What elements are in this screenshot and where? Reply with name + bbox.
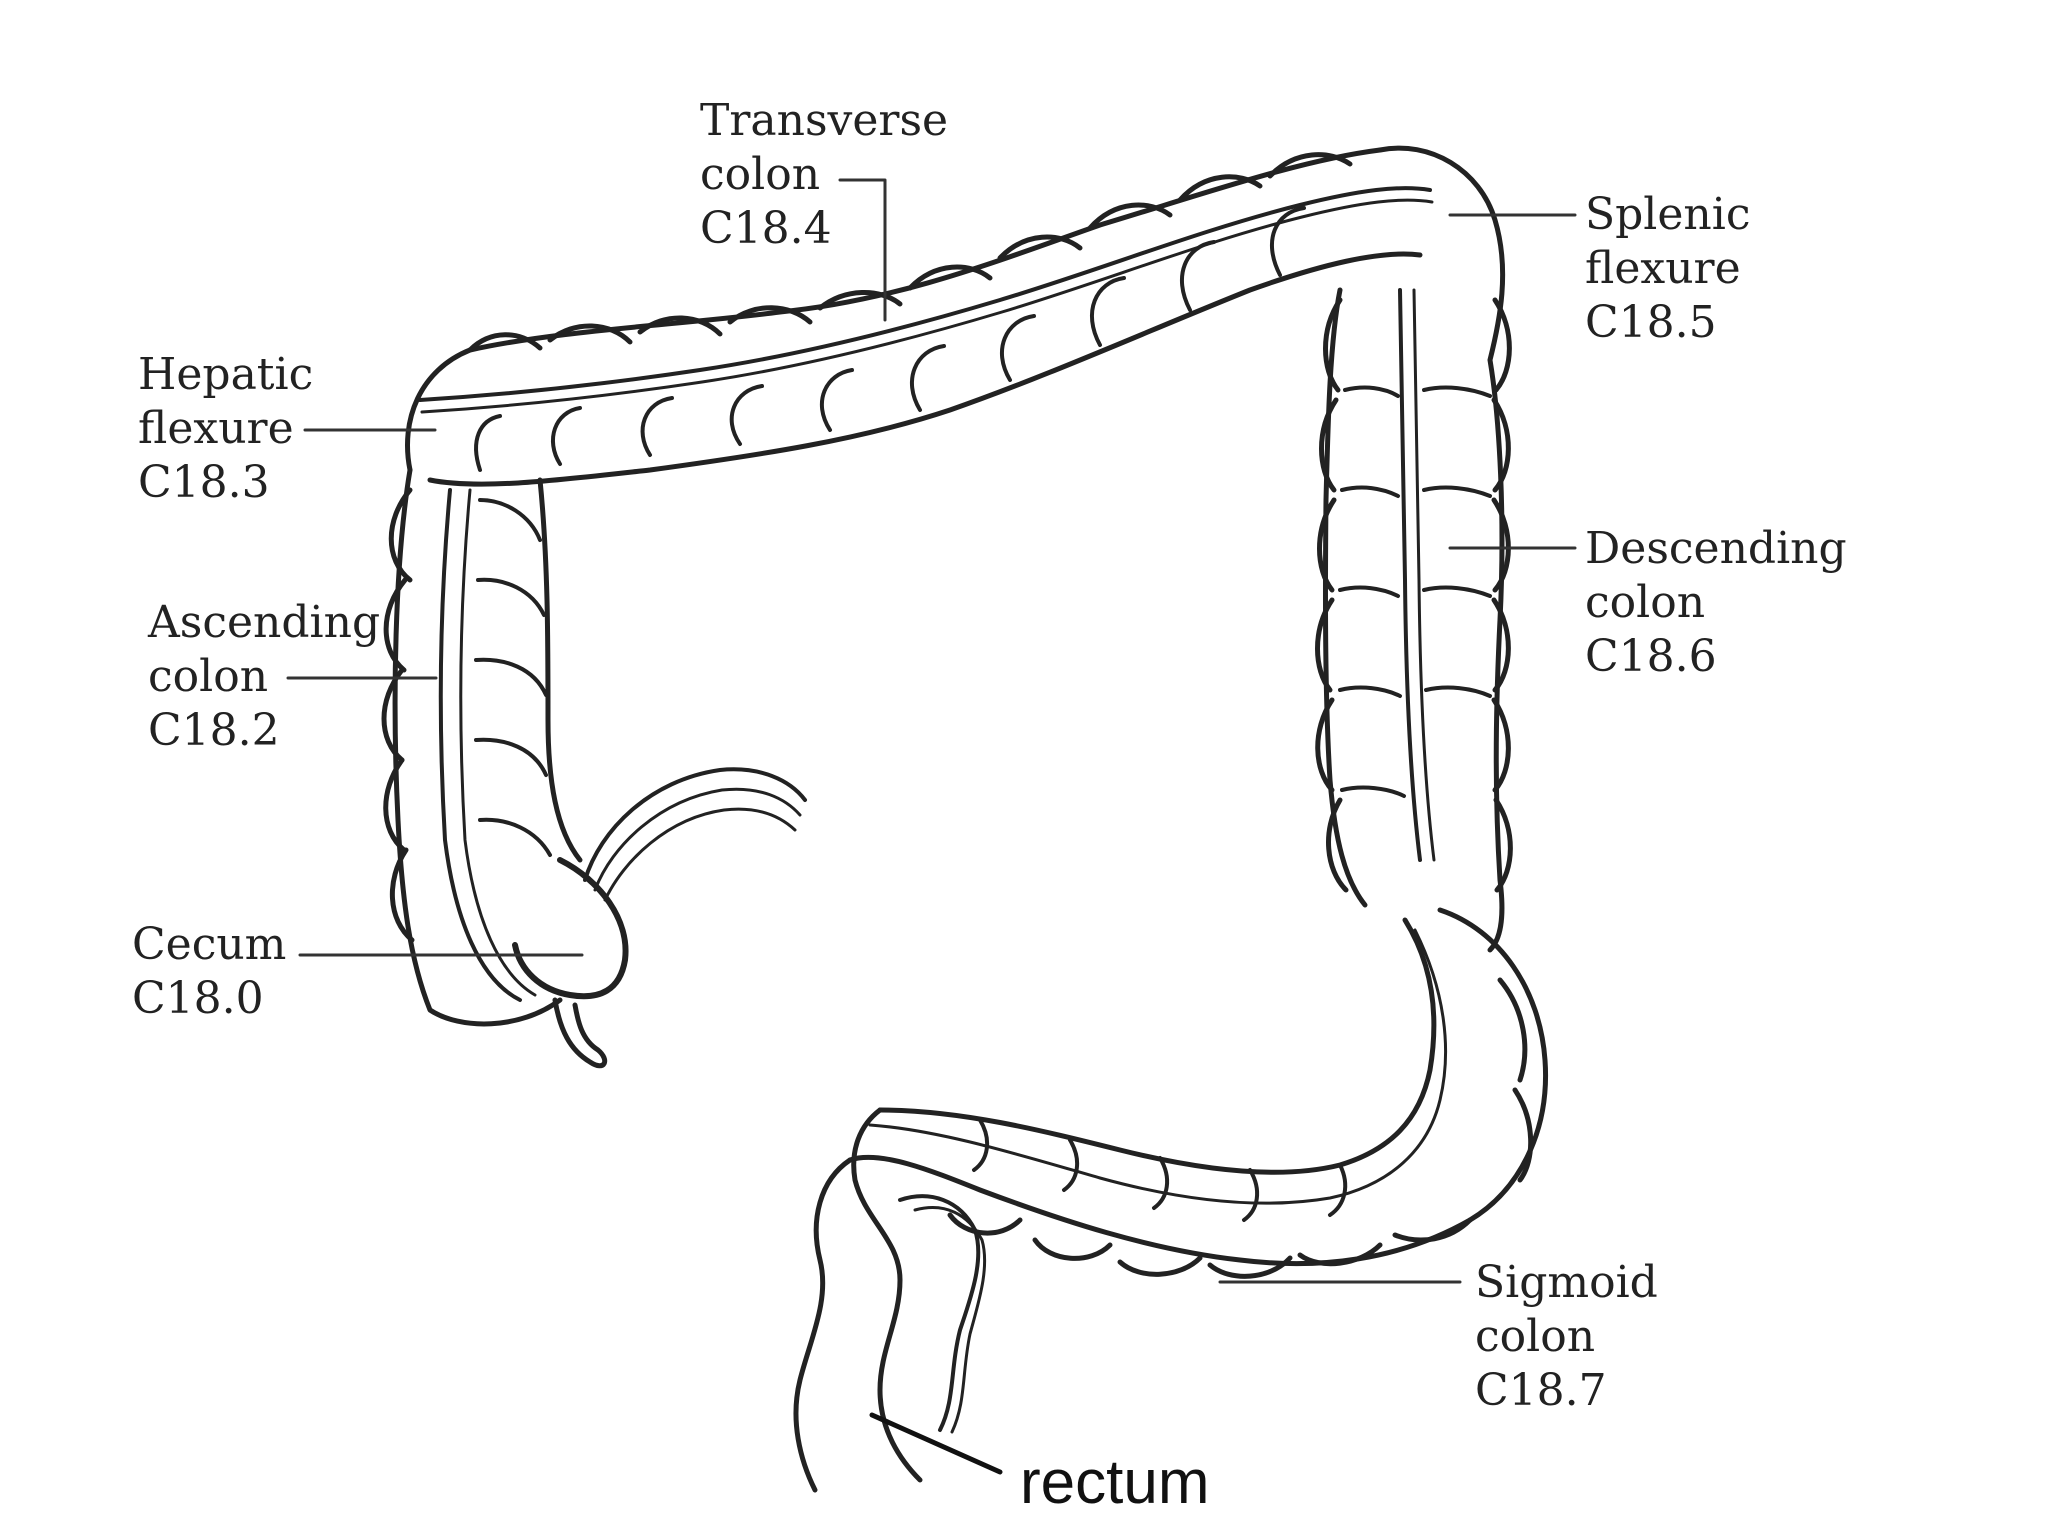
label-transverse-code: C18.4 xyxy=(700,203,832,254)
label-transverse-colon: Transverse colon C18.4 xyxy=(700,94,948,256)
label-descending-colon: Descending colon C18.6 xyxy=(1585,522,1847,684)
leader-transverse xyxy=(838,178,887,322)
label-transverse-name1: Transverse xyxy=(700,95,949,146)
label-descending-name2: colon xyxy=(1585,577,1706,628)
ileum-shape xyxy=(583,767,807,902)
rectum-shape xyxy=(793,1107,987,1493)
label-cecum-code: C18.0 xyxy=(132,973,264,1024)
label-rectum: rectum xyxy=(1020,1448,1210,1517)
label-splenic-code: C18.5 xyxy=(1585,297,1717,348)
ascending-colon-shape xyxy=(381,467,583,1027)
label-sigmoid-name1: Sigmoid xyxy=(1475,1257,1658,1308)
leader-rectum xyxy=(869,1412,1003,1475)
label-ascending-colon: Ascending colon C18.2 xyxy=(148,596,380,758)
descending-colon-shape xyxy=(1315,145,1513,953)
label-hepatic-code: C18.3 xyxy=(138,457,270,508)
label-ascending-code: C18.2 xyxy=(148,705,280,756)
label-descending-code: C18.6 xyxy=(1585,631,1717,682)
label-sigmoid-code: C18.7 xyxy=(1475,1365,1607,1416)
sigmoid-colon-shape xyxy=(847,907,1549,1279)
label-ascending-name2: colon xyxy=(148,651,269,702)
label-hepatic-name1: Hepatic xyxy=(138,349,314,400)
label-hepatic-name2: flexure xyxy=(138,403,294,454)
label-splenic-flexure: Splenic flexure C18.5 xyxy=(1585,188,1750,350)
label-ascending-name1: Ascending xyxy=(148,597,381,648)
label-descending-name1: Descending xyxy=(1585,523,1847,574)
label-splenic-name2: flexure xyxy=(1585,243,1741,294)
label-splenic-name1: Splenic xyxy=(1585,189,1751,240)
leader-lines xyxy=(286,178,1577,1475)
label-sigmoid-colon: Sigmoid colon C18.7 xyxy=(1475,1256,1658,1418)
label-sigmoid-name2: colon xyxy=(1475,1311,1596,1362)
transverse-colon-shape xyxy=(405,147,1434,487)
label-cecum-name1: Cecum xyxy=(132,919,287,970)
label-cecum: Cecum C18.0 xyxy=(132,918,286,1026)
label-transverse-name2: colon xyxy=(700,149,821,200)
label-hepatic-flexure: Hepatic flexure C18.3 xyxy=(138,348,313,510)
